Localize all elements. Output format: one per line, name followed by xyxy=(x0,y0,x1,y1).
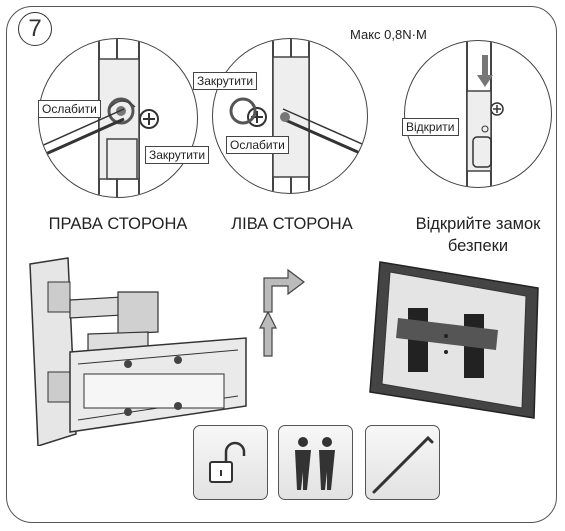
padlock-tool-box xyxy=(193,425,268,500)
open-padlock-icon xyxy=(209,441,246,483)
right-side-caption: ПРАВА СТОРОНА xyxy=(48,215,188,233)
safety-lock-caption: Відкрийте замок безпеки xyxy=(398,213,558,257)
right-tighten-label: Закрутити xyxy=(145,146,210,164)
direction-arrow-icon xyxy=(259,268,305,357)
lock-open-label: Відкрити xyxy=(402,118,459,136)
hex-key-icon xyxy=(372,435,434,494)
two-persons-icon xyxy=(295,437,335,490)
safety-lock-caption-line2: безпеки xyxy=(447,237,509,255)
wall-mount-arm-illustration xyxy=(29,257,247,446)
left-side-caption: ЛІВА СТОРОНА xyxy=(231,215,353,233)
hex-key-tool-box xyxy=(365,425,440,500)
right-side-detail xyxy=(38,38,198,198)
two-persons-tool-box xyxy=(278,425,353,500)
safety-lock-detail xyxy=(404,40,552,188)
tv-mounted-illustration xyxy=(369,261,539,419)
step-number: 7 xyxy=(28,15,42,42)
right-side-drawing xyxy=(39,39,159,197)
torque-note: Макс 0,8N·M xyxy=(350,27,427,42)
left-side-drawing xyxy=(229,39,367,193)
safety-lock-caption-line1: Відкрийте замок xyxy=(415,215,541,233)
left-loosen-label: Ослабити xyxy=(226,136,289,154)
safety-lock-drawing xyxy=(466,41,504,187)
left-tighten-label: Закрутити xyxy=(193,72,258,90)
left-side-detail xyxy=(212,38,368,194)
step-number-badge: 7 xyxy=(18,12,52,46)
right-loosen-label: Ослабити xyxy=(38,100,101,118)
